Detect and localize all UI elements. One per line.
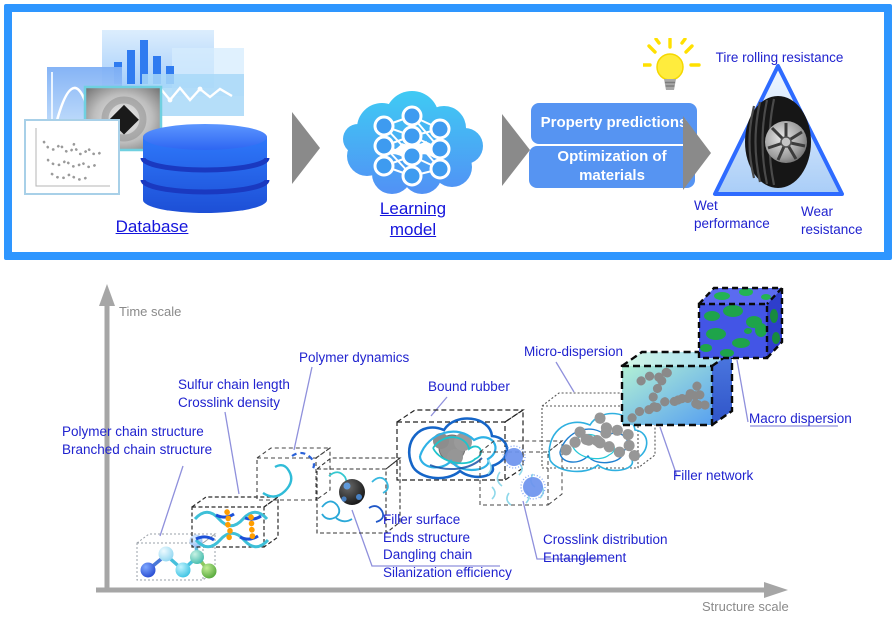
lightbulb-icon xyxy=(643,38,701,90)
structure-scale-axis xyxy=(96,582,788,598)
tire-icon xyxy=(745,96,811,188)
polymer-chain-illustration xyxy=(136,533,217,581)
database-link[interactable]: Database xyxy=(115,217,189,236)
database-icon xyxy=(24,30,270,213)
structure-scale-label: Structure scale xyxy=(702,599,789,614)
polymer-dynamics-label: Polymer dynamics xyxy=(299,350,410,365)
scatter-plot-panel-icon xyxy=(24,119,120,195)
micro-dispersion-illustration xyxy=(541,391,657,473)
filler-surface-label: Filler surface Ends structure Dangling c… xyxy=(383,512,512,580)
learning-model-link[interactable]: Learning model xyxy=(379,199,447,240)
flow-arrow-icon xyxy=(683,116,711,190)
optimization-box: Optimization of materials xyxy=(529,146,695,188)
filler-network-label: Filler network xyxy=(673,468,754,483)
macro-dispersion-label: Macro dispersion xyxy=(749,411,852,426)
flow-arrow-icon xyxy=(292,112,320,184)
multiscale-diagram xyxy=(96,284,838,598)
time-scale-axis xyxy=(99,284,115,588)
flow-arrow-icon xyxy=(502,114,530,186)
tire-rolling-resistance-label: Tire rolling resistance xyxy=(715,50,844,65)
wet-performance-label: Wet performance xyxy=(694,198,770,231)
filler-surface-illustration xyxy=(316,456,402,534)
sulfur-crosslink-illustration xyxy=(191,495,280,549)
tire-triangle-icon xyxy=(713,64,844,196)
bound-rubber-illustration xyxy=(396,408,525,481)
label-connectors xyxy=(159,359,838,567)
property-predictions-box: Property predictions xyxy=(531,103,697,144)
polymer-chain-structure-label: Polymer chain structure Branched chain s… xyxy=(62,424,213,457)
micro-dispersion-label: Micro-dispersion xyxy=(524,344,624,359)
sulfur-chain-length-label: Sulfur chain length Crosslink density xyxy=(178,377,290,410)
polymer-dynamics-illustration xyxy=(256,446,332,501)
database-cylinder-icon xyxy=(140,124,270,213)
crosslink-distribution-label: Crosslink distribution Entanglement xyxy=(543,532,668,565)
wear-resistance-label: Wear resistance xyxy=(801,204,863,237)
filler-network-illustration xyxy=(620,350,736,427)
time-scale-label: Time scale xyxy=(119,304,182,319)
bound-rubber-label: Bound rubber xyxy=(428,379,510,394)
macro-dispersion-illustration xyxy=(697,286,785,360)
neural-network-cloud-icon xyxy=(343,91,483,194)
entanglement-illustration xyxy=(479,439,564,506)
